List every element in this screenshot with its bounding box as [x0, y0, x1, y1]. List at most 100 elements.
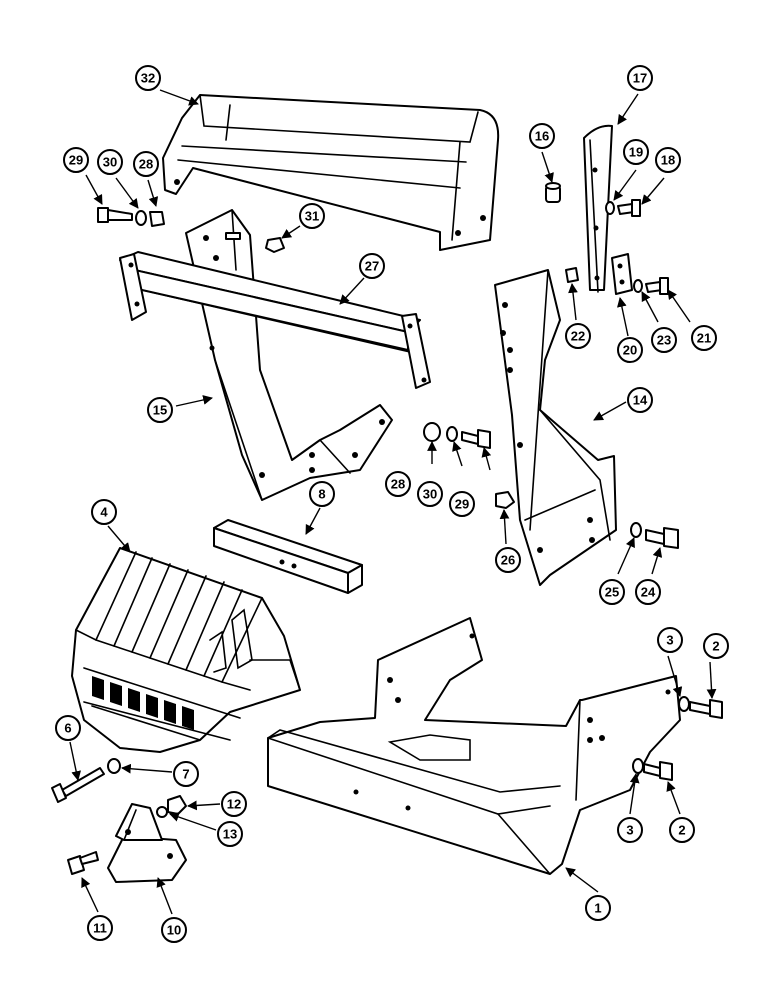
callout-17: 17 — [627, 65, 653, 91]
callout-30-upper: 30 — [97, 149, 123, 175]
fastener-nut-22 — [565, 267, 579, 283]
svg-text:28: 28 — [391, 477, 405, 492]
part-8-spacer-bar — [213, 519, 363, 594]
svg-text:27: 27 — [365, 259, 379, 274]
svg-text:29: 29 — [455, 497, 469, 512]
svg-text:8: 8 — [318, 487, 325, 502]
svg-text:22: 22 — [571, 329, 585, 344]
svg-text:15: 15 — [153, 403, 167, 418]
svg-text:1: 1 — [594, 901, 601, 916]
part-15-left-bracket — [185, 209, 393, 501]
fastener-bolt-2-upper — [689, 699, 723, 719]
part-1-main-frame — [267, 617, 681, 875]
fastener-bolt-18 — [617, 199, 641, 217]
fastener-bolt-2-lower — [643, 761, 673, 781]
part-14-right-bracket — [494, 269, 617, 586]
callout-2-upper: 2 — [703, 633, 729, 659]
fastener-nut-12 — [167, 795, 187, 815]
fastener-washer-30-mid — [446, 426, 458, 442]
svg-text:30: 30 — [423, 487, 437, 502]
fastener-washer-13 — [156, 806, 168, 818]
fastener-nut-28-upper — [149, 211, 165, 227]
fastener-washer-23 — [633, 279, 643, 293]
svg-text:13: 13 — [223, 827, 237, 842]
part-27-cross-beam — [119, 251, 431, 389]
fastener-bolt-11 — [67, 851, 99, 875]
svg-text:28: 28 — [139, 157, 153, 172]
svg-text:18: 18 — [661, 153, 675, 168]
svg-text:2: 2 — [712, 639, 719, 654]
svg-text:24: 24 — [641, 585, 656, 600]
part-10-hitch-bracket — [107, 803, 187, 883]
callout-28-mid: 28 — [385, 471, 411, 497]
callout-1: 1 — [585, 895, 611, 921]
callout-19: 19 — [623, 139, 649, 165]
fastener-bolt-6 — [51, 767, 105, 803]
part-16-bushing — [545, 182, 561, 203]
callout-2-lower: 2 — [669, 817, 695, 843]
svg-text:14: 14 — [633, 393, 648, 408]
part-17-strap — [583, 124, 613, 293]
callout-11: 11 — [87, 915, 113, 941]
svg-text:26: 26 — [501, 553, 515, 568]
callout-25: 25 — [599, 579, 625, 605]
svg-text:23: 23 — [657, 333, 671, 348]
callout-6: 6 — [55, 715, 81, 741]
fastener-washer-7 — [107, 758, 121, 774]
callout-29-upper: 29 — [63, 147, 89, 173]
callout-23: 23 — [651, 327, 677, 353]
svg-text:2: 2 — [678, 823, 685, 838]
callout-10: 10 — [161, 917, 187, 943]
fastener-nut-31 — [265, 237, 285, 253]
svg-text:4: 4 — [100, 505, 108, 520]
callout-26: 26 — [495, 547, 521, 573]
callout-7: 7 — [173, 761, 199, 787]
svg-text:25: 25 — [605, 585, 619, 600]
callout-18: 18 — [655, 147, 681, 173]
svg-text:31: 31 — [305, 209, 319, 224]
svg-text:20: 20 — [623, 343, 637, 358]
svg-text:10: 10 — [167, 923, 181, 938]
callout-13: 13 — [217, 821, 243, 847]
part-32-shroud — [162, 94, 500, 251]
callout-8: 8 — [309, 481, 335, 507]
callout-22: 22 — [565, 323, 591, 349]
callout-16: 16 — [529, 123, 555, 149]
callout-3-lower: 3 — [617, 817, 643, 843]
fastener-bolt-29-upper — [97, 207, 133, 223]
callout-31: 31 — [299, 203, 325, 229]
fastener-bolt-21 — [645, 277, 669, 295]
callout-27: 27 — [359, 253, 385, 279]
svg-text:16: 16 — [535, 129, 549, 144]
fastener-nut-26 — [495, 491, 515, 509]
svg-text:29: 29 — [69, 153, 83, 168]
fastener-washer-3-lower — [632, 758, 644, 774]
fastener-bolt-29-mid — [461, 429, 491, 449]
callout-12: 12 — [221, 791, 247, 817]
svg-text:6: 6 — [64, 721, 71, 736]
svg-text:12: 12 — [227, 797, 241, 812]
callout-29-mid: 29 — [449, 491, 475, 517]
callout-30-mid: 30 — [417, 481, 443, 507]
callout-14: 14 — [627, 387, 653, 413]
svg-text:21: 21 — [697, 331, 711, 346]
fastener-washer-19 — [605, 201, 615, 215]
svg-text:17: 17 — [633, 71, 647, 86]
svg-text:32: 32 — [141, 71, 155, 86]
callout-21: 21 — [691, 325, 717, 351]
callout-32: 32 — [135, 65, 161, 91]
part-20-plate — [611, 253, 633, 295]
callout-28-upper: 28 — [133, 151, 159, 177]
part-4-weight-stack — [71, 547, 301, 753]
callout-3-upper: 3 — [657, 627, 683, 653]
fastener-nut-28-mid — [423, 422, 441, 442]
svg-text:30: 30 — [103, 155, 117, 170]
svg-text:3: 3 — [626, 823, 633, 838]
callout-15: 15 — [147, 397, 173, 423]
callout-24: 24 — [635, 579, 661, 605]
fastener-washer-25 — [630, 522, 642, 538]
svg-text:11: 11 — [93, 921, 107, 936]
fastener-washer-3-upper — [678, 696, 690, 712]
svg-text:19: 19 — [629, 145, 643, 160]
